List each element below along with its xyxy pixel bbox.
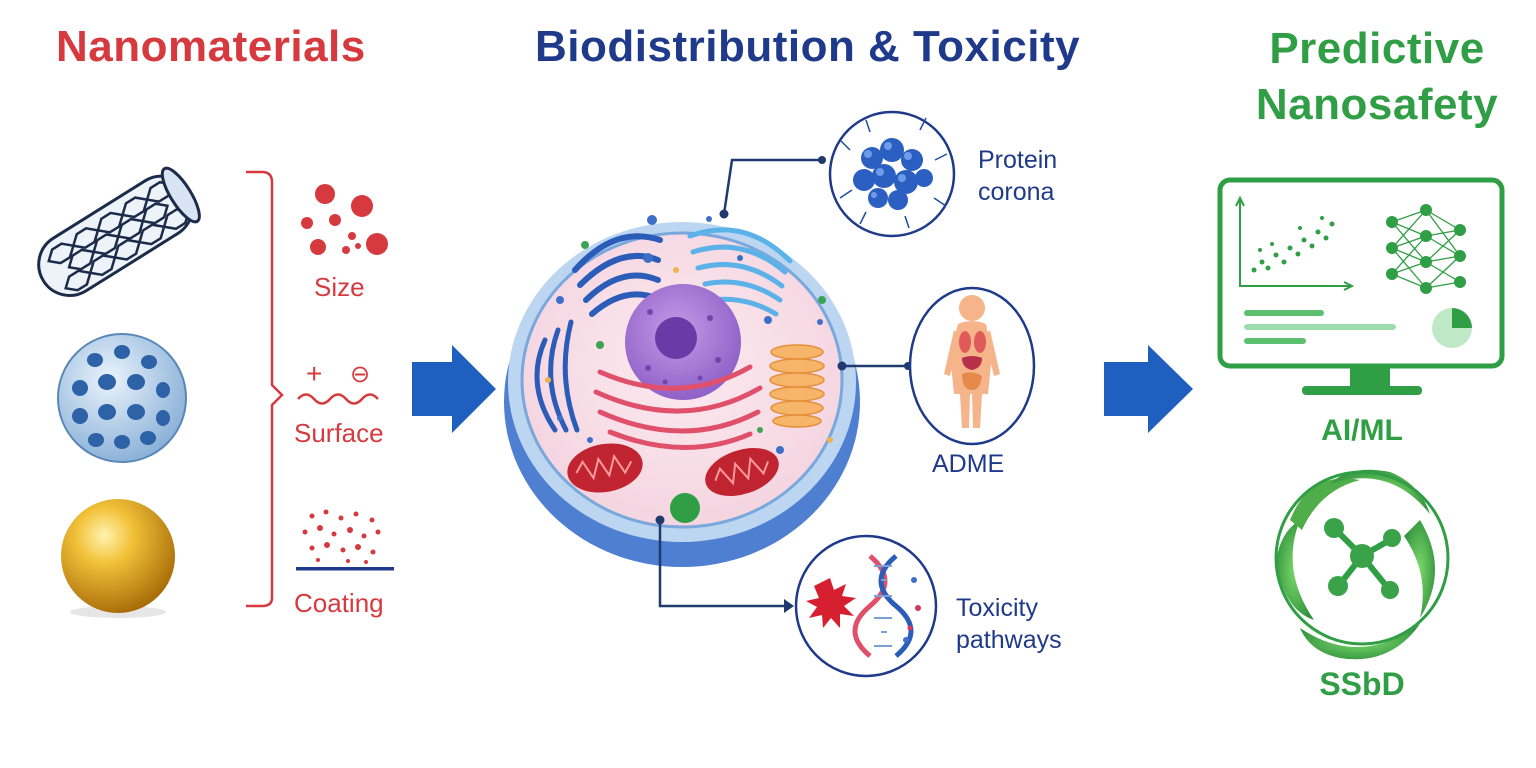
biodistribution-title: Biodistribution & Toxicity	[535, 22, 1081, 71]
human-body-icon	[908, 286, 1036, 446]
predictive-title-line2: Nanosafety	[1255, 80, 1499, 129]
surface-charge-plus: +	[306, 358, 323, 389]
ssbd-label: SSbD	[1319, 666, 1405, 702]
protein-corona-icon	[828, 110, 956, 238]
size-dots-icon	[301, 184, 388, 255]
gold-nanoparticle-icon	[61, 499, 175, 618]
cell-icon	[504, 215, 860, 567]
carbon-nanotube-icon	[37, 166, 201, 297]
predictive-title-line1: Predictive	[1269, 24, 1485, 73]
toxicity-label-line1: Toxicity	[956, 594, 1038, 622]
adme-label: ADME	[932, 450, 1005, 478]
property-coating-label: Coating	[294, 588, 384, 618]
dna-toxicity-icon	[794, 534, 938, 678]
protein-corona-label-line2: corona	[978, 178, 1055, 206]
ssbd-molecule-icon	[1274, 469, 1450, 660]
flow-arrow-1	[412, 345, 496, 433]
surface-wave-icon	[297, 393, 379, 405]
porous-nanosphere-icon	[57, 333, 187, 463]
coating-icon	[296, 509, 394, 571]
aiml-label: AI/ML	[1321, 414, 1403, 447]
property-surface-label: Surface	[294, 418, 384, 448]
protein-corona-label-line1: Protein	[978, 146, 1058, 174]
surface-charge-minus: ⊖	[350, 361, 371, 388]
callout-connectors	[658, 158, 908, 608]
nanomaterials-title: Nanomaterials	[56, 22, 366, 71]
flow-arrow-2	[1104, 345, 1193, 433]
toxicity-label-line2: pathways	[956, 626, 1062, 654]
property-size-label: Size	[314, 272, 365, 302]
ml-monitor-icon	[1217, 177, 1505, 395]
property-bracket	[246, 170, 284, 608]
